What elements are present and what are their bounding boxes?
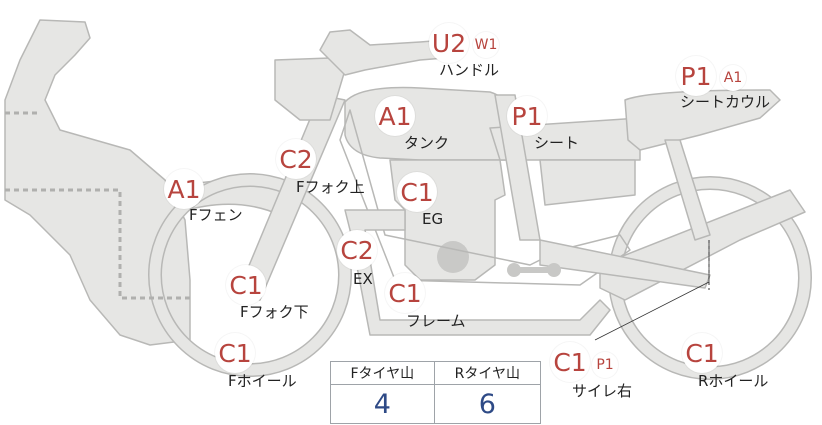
front-fairing-shape [4, 19, 191, 346]
front-fender-grade: A1 [164, 169, 204, 209]
seat-cowl-label: シートカウル [680, 93, 771, 111]
fork-lower-label: Fフォク下 [240, 303, 309, 321]
front-tire-tread-value: 4 [330, 384, 435, 424]
frame-label: フレーム [406, 312, 466, 330]
front-fender-label: Fフェン [189, 206, 243, 224]
tire-tread-table: Fタイヤ山 Rタイヤ山 4 6 [330, 361, 542, 424]
rear-wheel-label: Rホイール [698, 372, 769, 390]
muffler-right-label: サイレ右 [572, 382, 633, 400]
exhaust-grade: C2 [337, 230, 377, 270]
fork-upper-label: Fフォク上 [296, 178, 365, 196]
tire-tread-header-row: Fタイヤ山 Rタイヤ山 [330, 361, 542, 385]
handle-sub-grade: W1 [473, 32, 499, 58]
front-wheel-label: Fホイール [228, 372, 297, 390]
handle-label: ハンドル [439, 61, 500, 79]
fork-upper-grade: C2 [276, 139, 316, 179]
exhaust-shape [344, 209, 611, 336]
seat-cowl-sub-grade: A1 [720, 65, 746, 91]
seat-grade: P1 [507, 96, 547, 136]
seat-cowl-shape [624, 89, 781, 151]
rear-tire-tread-header: Rタイヤ山 [433, 361, 542, 385]
exhaust-label: EX [353, 270, 373, 288]
rear-tire-tread-value: 6 [433, 384, 542, 424]
frame-grade: C1 [385, 273, 425, 313]
fork-lower-grade: C1 [226, 265, 266, 305]
handlebar-shape [319, 29, 446, 76]
front-wheel-grade: C1 [215, 333, 255, 373]
seat-cowl-grade: P1 [676, 56, 716, 96]
tire-tread-value-row: 4 6 [330, 384, 542, 424]
engine-grade: C1 [397, 172, 437, 212]
front-tire-tread-header: Fタイヤ山 [330, 361, 435, 385]
muffler-right-sub-grade: P1 [592, 352, 618, 378]
muffler-right-grade: C1 [550, 342, 590, 382]
tank-grade: A1 [375, 96, 415, 136]
seat-label: シート [534, 134, 580, 152]
handle-grade: U2 [429, 23, 469, 63]
rear-wheel-grade: C1 [682, 333, 722, 373]
engine-label: EG [422, 210, 444, 228]
tank-label: タンク [404, 134, 450, 152]
